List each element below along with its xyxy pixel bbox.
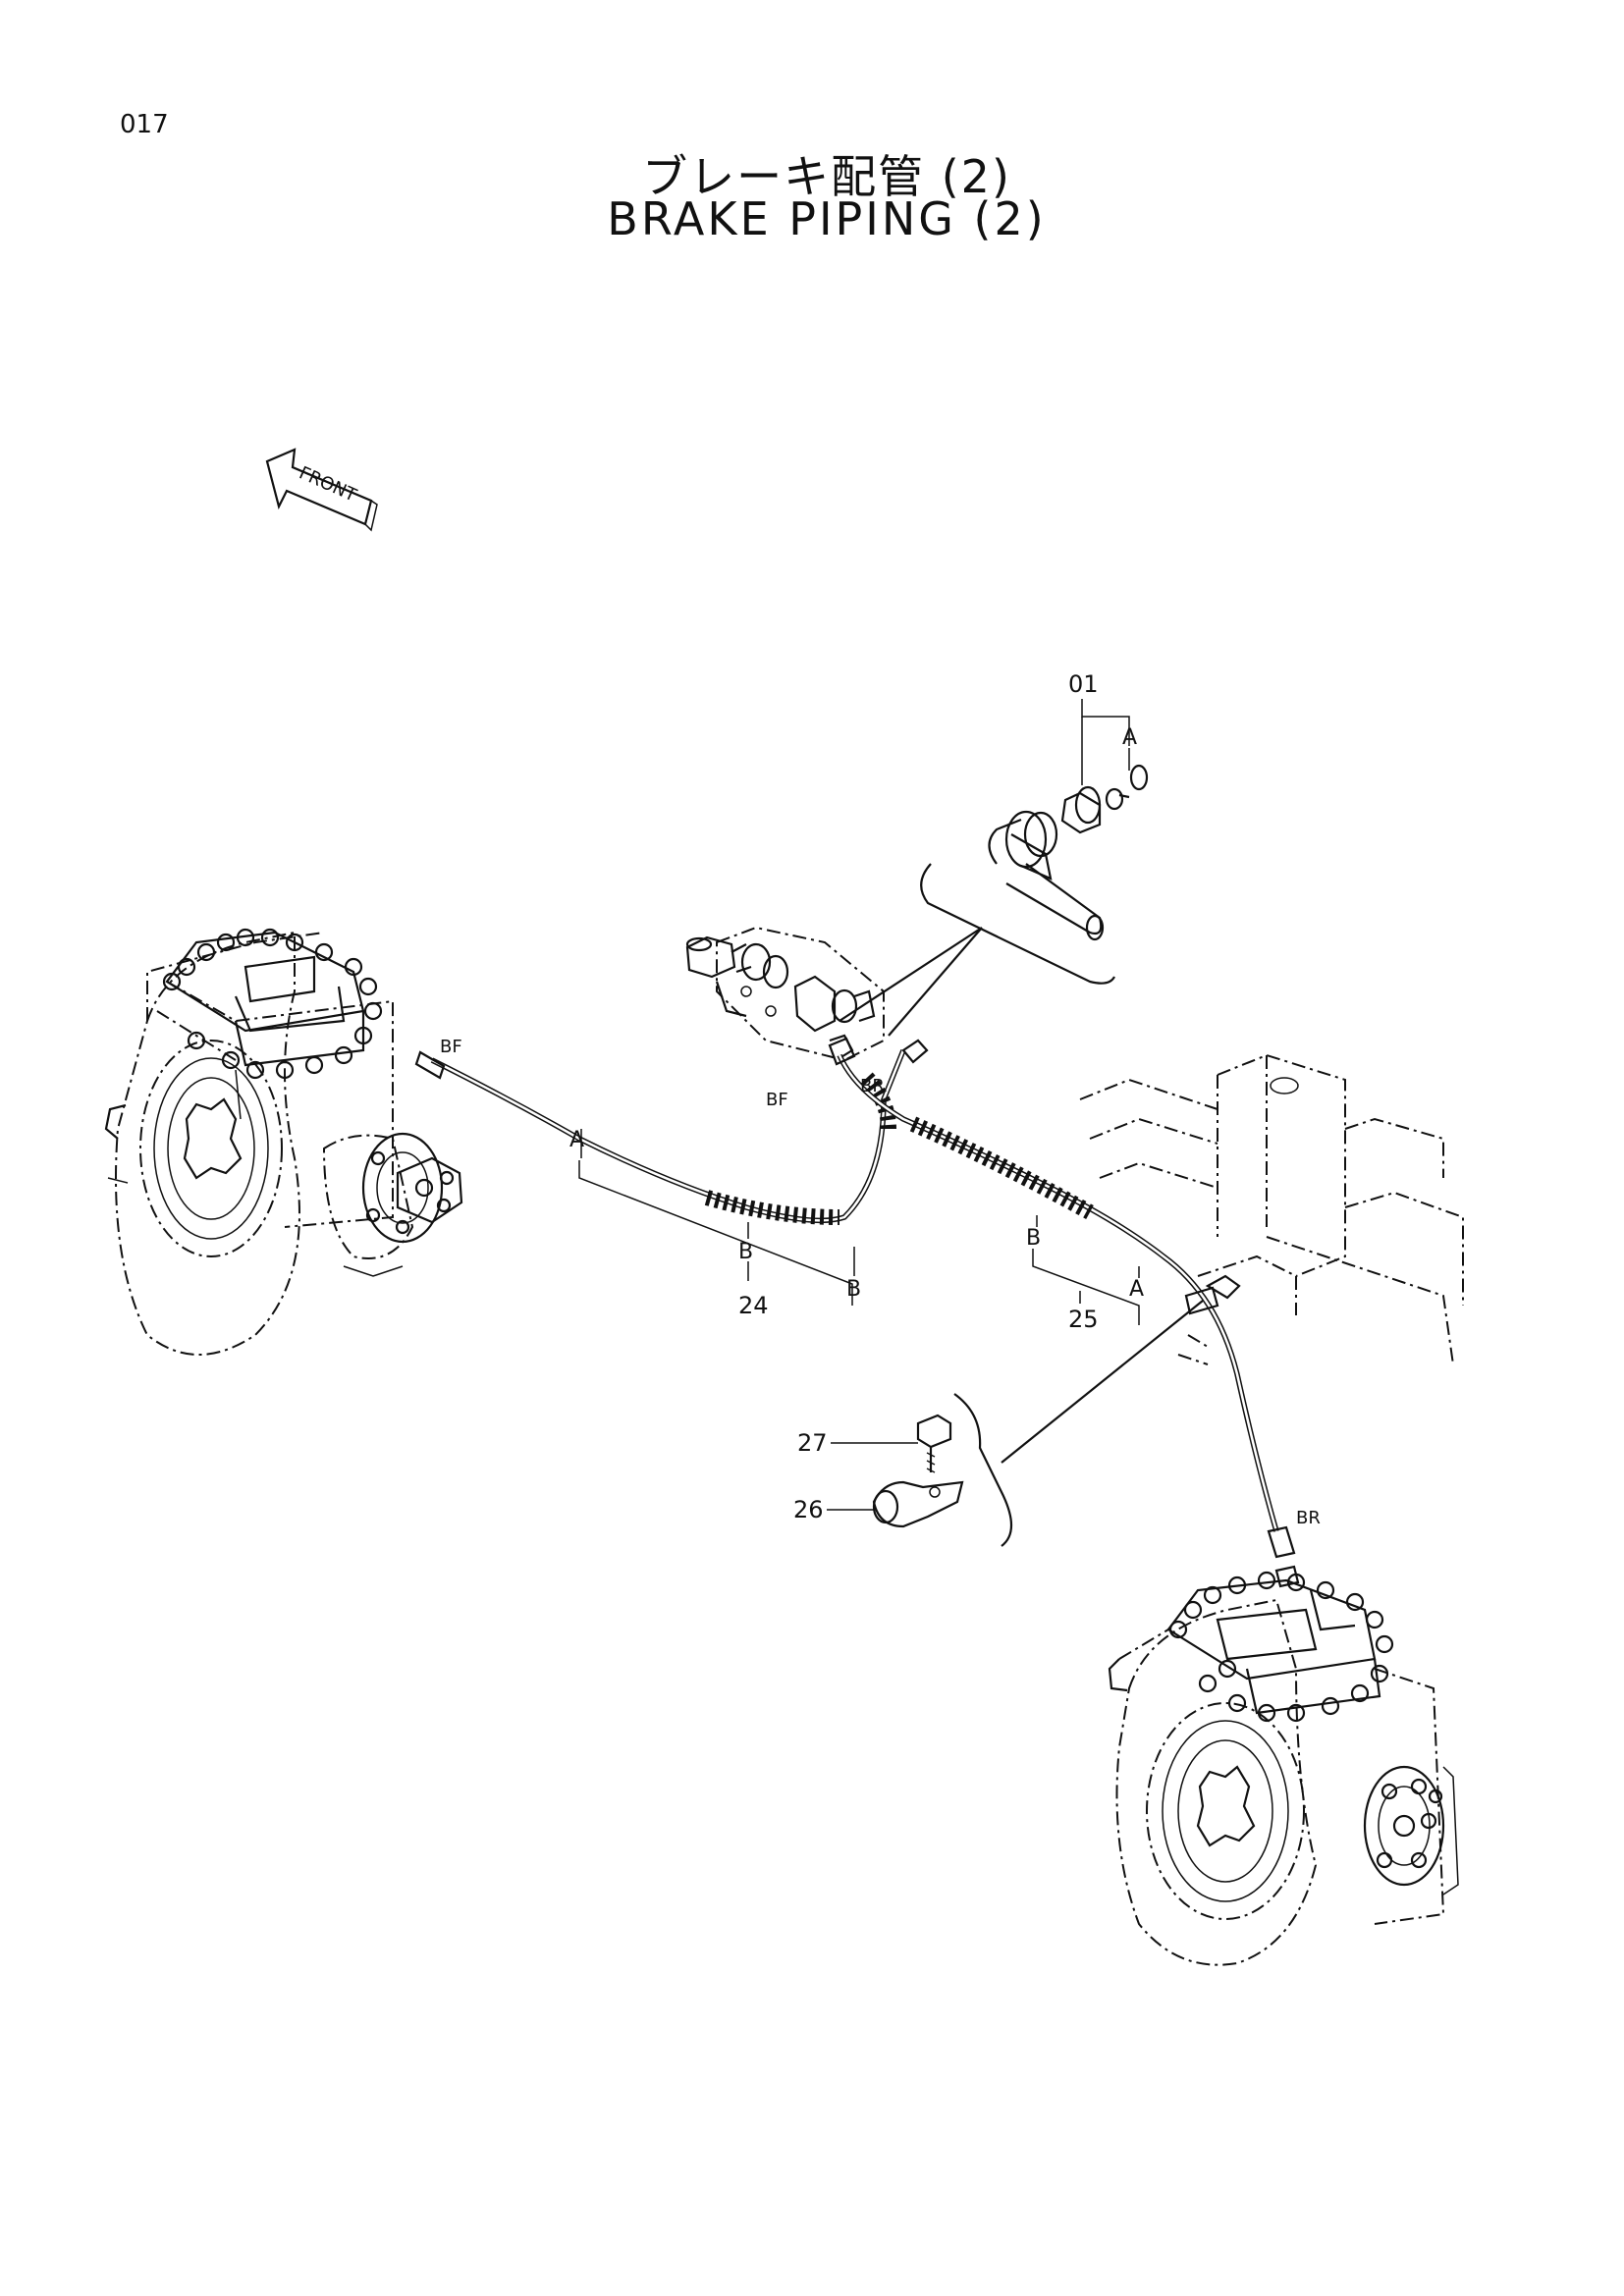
- inset-bracket-26-27: [953, 1393, 1012, 1547]
- hose-24: [414, 1039, 929, 1225]
- callout-26: 26: [793, 1496, 874, 1523]
- inset-bracket: [920, 863, 1115, 985]
- svg-text:A: A: [1129, 1277, 1144, 1302]
- port-label-br-right: BR: [1296, 1508, 1321, 1528]
- part-26-clamp: [872, 1480, 964, 1528]
- callout-27: 27: [797, 1429, 918, 1457]
- front-arrow-icon: FRONT: [265, 448, 378, 532]
- port-label-br-valve: BR: [860, 1076, 885, 1096]
- port-label-bf-valve: BF: [766, 1090, 788, 1110]
- port-label-bf-left: BF: [440, 1037, 462, 1057]
- clamp-on-frame: [1184, 1274, 1241, 1315]
- svg-text:27: 27: [797, 1429, 828, 1457]
- page-number: 017: [120, 110, 169, 139]
- title-english: BRAKE PIPING (2): [607, 192, 1047, 245]
- callout-25: B A 25: [1026, 1215, 1144, 1333]
- svg-text:25: 25: [1068, 1306, 1099, 1333]
- part-27-bolt: [916, 1414, 952, 1473]
- svg-text:26: 26: [793, 1496, 824, 1523]
- left-axle-drawing: [104, 928, 463, 1356]
- hose-25: [828, 1037, 1300, 1588]
- part-01-fitting: [988, 764, 1149, 941]
- svg-text:01: 01: [1068, 670, 1099, 698]
- frame-drawing: [1079, 1053, 1464, 1365]
- svg-text:B: B: [738, 1240, 753, 1264]
- leader-line: [839, 927, 983, 1022]
- title-japanese: ブレーキ配管 (2): [642, 150, 1011, 203]
- callout-24: A B 24 B: [569, 1128, 861, 1319]
- callout-01: 01 A: [1068, 670, 1137, 785]
- leader-line: [1001, 1300, 1204, 1464]
- svg-text:A: A: [569, 1128, 584, 1152]
- right-axle-drawing: [1108, 1571, 1459, 1966]
- brake-valve-drawing: [685, 926, 885, 1062]
- leader-line: [888, 927, 983, 1037]
- svg-text:A: A: [1122, 725, 1137, 750]
- svg-text:24: 24: [738, 1292, 769, 1319]
- svg-text:B: B: [846, 1277, 861, 1302]
- svg-text:B: B: [1026, 1226, 1041, 1251]
